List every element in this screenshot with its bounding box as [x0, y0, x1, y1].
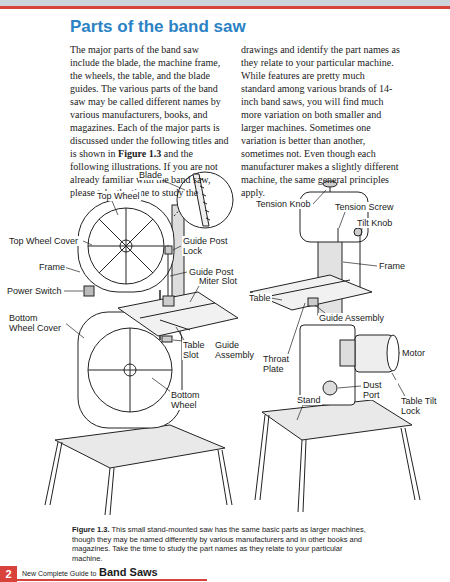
- left-saw: [45, 172, 238, 515]
- figure-number: Figure 1.3.: [72, 525, 110, 534]
- leader-lines: [64, 176, 406, 420]
- part-label: Guide Assembly: [214, 340, 266, 360]
- part-label: Stand: [296, 395, 322, 405]
- part-label: Bottom Wheel: [170, 390, 206, 410]
- part-label: Motor: [401, 348, 426, 358]
- part-label: Dust Port: [362, 380, 398, 400]
- part-label: Tilt Knob: [356, 218, 393, 228]
- page-title: Parts of the band saw: [70, 17, 246, 37]
- book-title: Band Saws: [99, 566, 158, 578]
- figure-reference: Figure 1.3: [118, 148, 161, 159]
- part-label: Frame: [378, 261, 406, 271]
- right-saw: [250, 181, 420, 512]
- figure-caption: Figure 1.3. This small stand-mounted saw…: [72, 525, 372, 563]
- caption-text: This small stand-mounted saw has the sam…: [72, 525, 366, 563]
- part-label: Blade: [138, 170, 163, 180]
- part-label: Power Switch: [6, 286, 63, 296]
- body-text: The major parts of the band saw include …: [70, 43, 400, 199]
- part-label: Table: [248, 293, 272, 303]
- part-label: Guide Post Lock: [182, 236, 236, 256]
- part-label: Bottom Wheel Cover: [8, 313, 66, 333]
- page-number: 2: [0, 567, 17, 581]
- part-label: Throat Plate: [262, 354, 296, 374]
- part-label: Tension Knob: [255, 199, 312, 209]
- book-title: New Complete Guide to: [22, 569, 96, 578]
- part-label: Top Wheel: [96, 191, 141, 201]
- part-label: Guide Assembly: [318, 313, 385, 323]
- part-label: Miter Slot: [198, 276, 238, 286]
- part-label: Table Slot: [182, 340, 214, 360]
- part-label: Top Wheel Cover: [8, 236, 79, 246]
- part-label: Tension Screw: [334, 202, 395, 212]
- body-paragraph: The major parts of the band saw include …: [70, 44, 229, 159]
- part-label: Frame: [38, 262, 66, 272]
- part-label: Table Tilt Lock: [400, 396, 446, 416]
